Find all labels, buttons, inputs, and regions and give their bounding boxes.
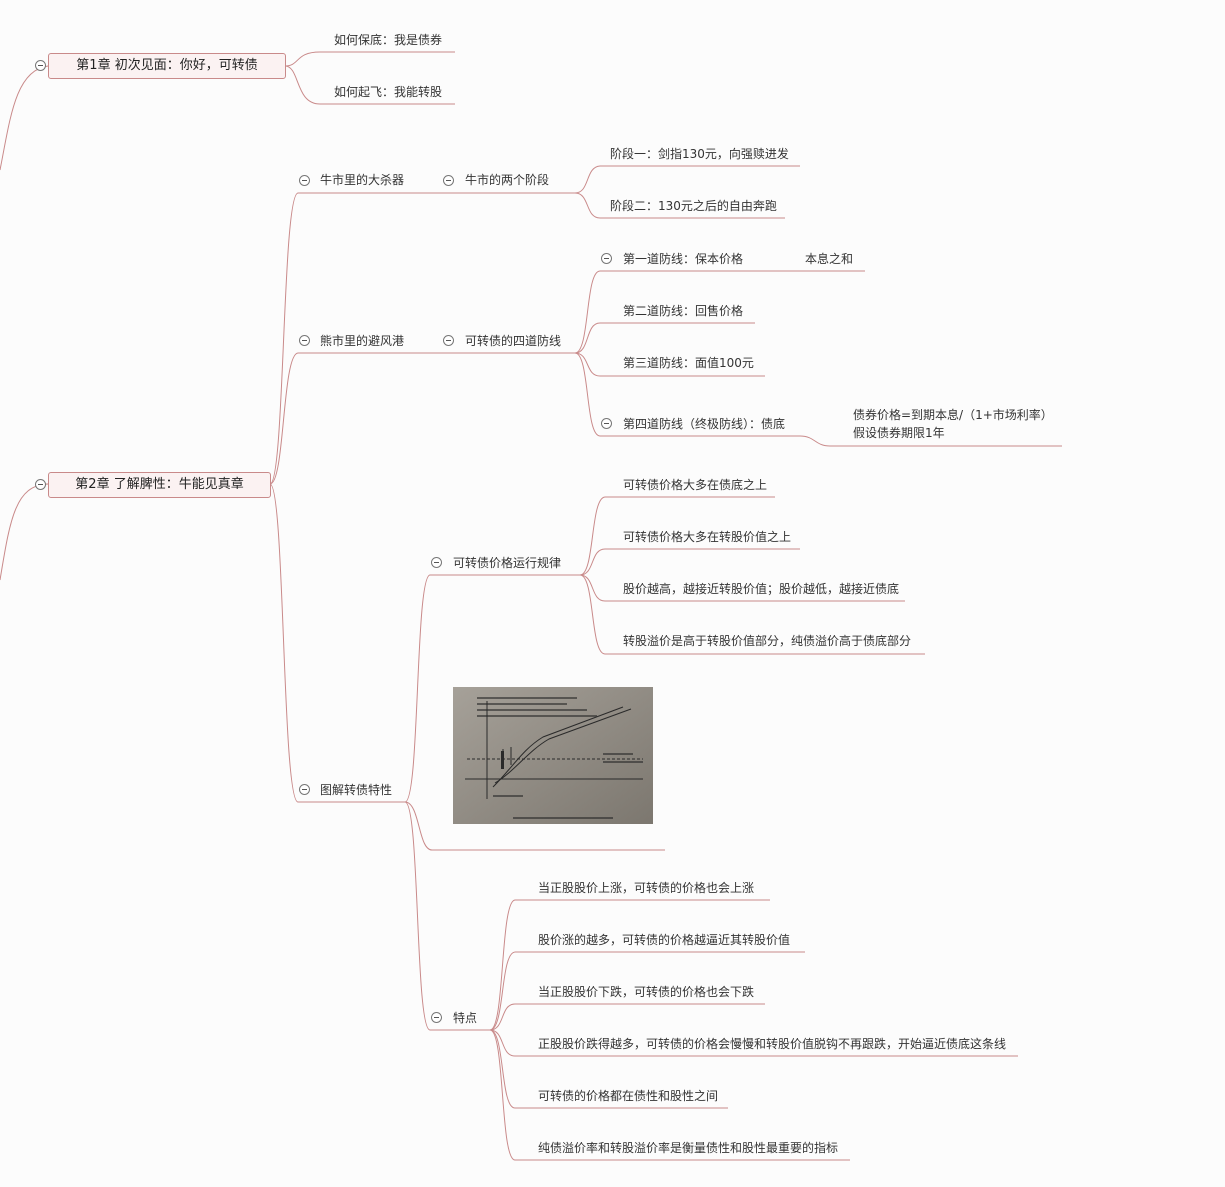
defense-line-4-formula[interactable]: 债券价格=到期本息/（1+市场利率） [853,408,1053,422]
chapter1-child-1[interactable]: 如何保底：我是债券 [334,33,443,47]
chapter1-child-2[interactable]: 如何起飞：我能转股 [334,85,443,99]
feature-3[interactable]: 当正股股价下跌，可转债的价格也会下跌 [538,985,755,999]
price-rule-4[interactable]: 转股溢价是高于转股价值部分，纯债溢价高于债底部分 [623,634,912,648]
collapse-toggle-chapter2[interactable] [35,479,46,490]
collapse-toggle-line-4[interactable] [601,418,612,429]
defense-line-2[interactable]: 第二道防线：回售价格 [623,304,744,318]
collapse-toggle-chapter1[interactable] [35,60,46,71]
collapse-toggle-bull[interactable] [299,175,310,186]
defense-line-3[interactable]: 第三道防线：面值100元 [623,356,754,370]
bull-stage-1[interactable]: 阶段一：剑指130元，向强赎进发 [610,147,789,161]
price-rule-1[interactable]: 可转债价格大多在债底之上 [623,478,768,492]
defense-line-1[interactable]: 第一道防线：保本价格 [623,252,744,266]
features-node[interactable]: 特点 [453,1011,478,1025]
illustrated-node[interactable]: 图解转债特性 [320,783,393,797]
defense-lines-node[interactable]: 可转债的四道防线 [465,334,562,348]
bull-stages-node[interactable]: 牛市的两个阶段 [465,173,550,187]
chapter1-node[interactable]: 第1章 初次见面：你好，可转债 [48,53,286,79]
collapse-toggle-features[interactable] [431,1012,442,1023]
bull-stage-2[interactable]: 阶段二：130元之后的自由奔跑 [610,199,777,213]
feature-5[interactable]: 可转债的价格都在债性和股性之间 [538,1089,719,1103]
feature-4[interactable]: 正股股价跌得越多，可转债的价格会慢慢和转股价值脱钩不再跟跌，开始逼近债底这条线 [538,1037,1007,1051]
bear-market-node[interactable]: 熊市里的避风港 [320,334,405,348]
collapse-toggle-illustrated[interactable] [299,784,310,795]
collapse-toggle-price-rules[interactable] [431,557,442,568]
collapse-toggle-bull-stages[interactable] [443,175,454,186]
collapse-toggle-line-1[interactable] [601,253,612,264]
collapse-toggle-bear[interactable] [299,335,310,346]
collapse-toggle-defense-lines[interactable] [443,335,454,346]
price-rule-2[interactable]: 可转债价格大多在转股价值之上 [623,530,792,544]
feature-1[interactable]: 当正股股价上涨，可转债的价格也会上涨 [538,881,755,895]
defense-line-1-note[interactable]: 本息之和 [805,252,854,266]
chart-photo-image[interactable] [453,687,653,824]
price-rule-3[interactable]: 股价越高，越接近转股价值；股价越低，越接近债底 [623,582,900,596]
defense-line-4[interactable]: 第四道防线（终极防线）：债底 [623,417,786,431]
feature-6[interactable]: 纯债溢价率和转股溢价率是衡量债性和股性最重要的指标 [538,1141,839,1155]
price-rules-node[interactable]: 可转债价格运行规律 [453,556,562,570]
bull-market-node[interactable]: 牛市里的大杀器 [320,173,405,187]
chapter2-node[interactable]: 第2章 了解脾性：牛能见真章 [48,472,271,498]
defense-line-4-assumption[interactable]: 假设债券期限1年 [853,426,945,440]
feature-2[interactable]: 股价涨的越多，可转债的价格越逼近其转股价值 [538,933,791,947]
